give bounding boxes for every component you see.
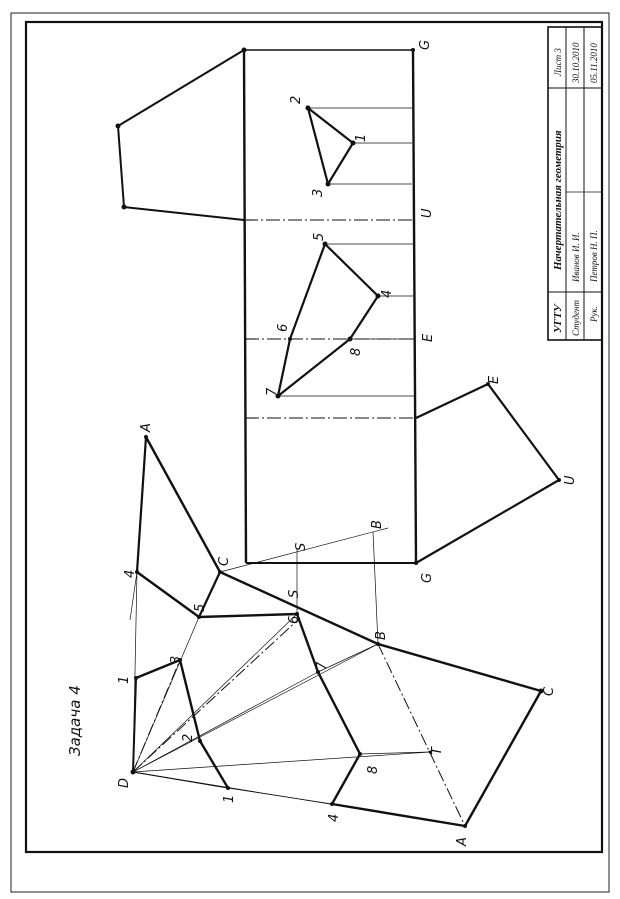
axis-dashdot-3: [377, 643, 466, 827]
title-block-text: УГТУ Начертательная геометрия Лист 3 Сту…: [552, 42, 599, 336]
sheet-border: [10, 12, 610, 893]
tb-org: УГТУ: [552, 303, 564, 333]
pyramid-view: [129, 436, 543, 828]
label-b-upper: B: [370, 520, 385, 529]
edge-1b-4: [227, 787, 333, 805]
tb-student-date: 30.10.2010: [571, 42, 581, 84]
net-development: [116, 49, 561, 564]
label-7: 7: [315, 661, 330, 670]
pyramid-edge-c2-a: [463, 690, 543, 827]
label-t: T: [430, 746, 445, 755]
label-3: 3: [169, 656, 184, 664]
sb-construction: [219, 527, 431, 755]
label-u-right: U: [563, 475, 578, 485]
label-8-net: 8: [349, 348, 364, 356]
tb-student-role: Студент: [571, 300, 581, 336]
label-8: 8: [366, 766, 381, 774]
tb-advisor-role: Рук.: [589, 306, 599, 323]
label-g-bottom: G: [420, 573, 435, 583]
projection-rays: [129, 571, 466, 827]
label-4-net: 4: [380, 290, 395, 298]
label-1-net: 1: [354, 134, 369, 142]
net-right-flap: [415, 382, 561, 564]
net-section-lower: [277, 243, 380, 397]
label-6: 6: [287, 616, 302, 624]
axis-dashdot-2: [132, 617, 301, 773]
tb-sheet: Лист 3: [553, 48, 563, 77]
label-task: Задача 4: [66, 685, 84, 756]
label-s-upper: S: [294, 543, 309, 551]
inner-frame: [24, 20, 604, 854]
label-c-mid: C: [217, 556, 232, 566]
label-c-right: C: [542, 686, 557, 696]
label-5-left: 5: [193, 604, 208, 612]
tb-advisor-name: Петров Н. П.: [589, 230, 599, 283]
pyramid-edge-b-c2: [377, 642, 542, 693]
section-4-8-7-6: [295, 613, 362, 805]
label-e-mid: E: [421, 333, 436, 342]
net-left-edge: [242, 49, 248, 564]
label-4-bottom: 4: [327, 814, 342, 822]
vertex-points: [115, 47, 561, 828]
net-right-edge: [411, 49, 418, 564]
label-4-left: 4: [123, 570, 138, 578]
label-6-net: 6: [276, 324, 291, 332]
edge-d-1b: [132, 771, 229, 789]
tb-subject: Начертательная геометрия: [552, 130, 564, 271]
label-1-top: 1: [117, 676, 132, 684]
net-left-flap: [116, 49, 245, 221]
edge-d-1: [132, 677, 137, 773]
pyramid-edge-c-5: [198, 571, 221, 618]
label-g-top: G: [418, 40, 433, 50]
section-1-3-2-1: [135, 658, 230, 789]
tb-student-name: Иванов И. И.: [571, 232, 581, 283]
label-2: 2: [181, 734, 196, 742]
label-s-lower: S: [287, 590, 302, 598]
label-2-net: 2: [289, 96, 304, 104]
net-section-upper: [276, 243, 327, 397]
label-5-net: 5: [312, 233, 327, 241]
label-e-right: E: [487, 375, 502, 384]
label-d: D: [117, 778, 132, 788]
pyramid-edge-a-4b: [331, 802, 466, 828]
net-section-triangle: [306, 105, 355, 187]
tb-advisor-date: 05.11.2010: [589, 43, 599, 83]
axis-dashdot-1: [132, 659, 181, 773]
label-7-net: 7: [265, 387, 280, 396]
label-3-net: 3: [311, 189, 326, 197]
net-projection-lines: [278, 107, 415, 397]
pyramid-edge-a-4: [135, 436, 148, 573]
label-a-bottom: A: [455, 837, 470, 847]
pyramid-edge-a-c: [144, 436, 222, 573]
title-block: [547, 26, 603, 341]
pyramid-edge-c-b: [219, 570, 379, 646]
label-u-mid: U: [420, 208, 435, 218]
point-labels: Задача 4 A C 4 5 S 6 B 7 1 3 2 D 1 8 T 4…: [66, 40, 578, 847]
label-b-lower: B: [374, 631, 389, 640]
label-a-top: A: [139, 423, 154, 433]
label-1-bottom: 1: [222, 795, 237, 803]
